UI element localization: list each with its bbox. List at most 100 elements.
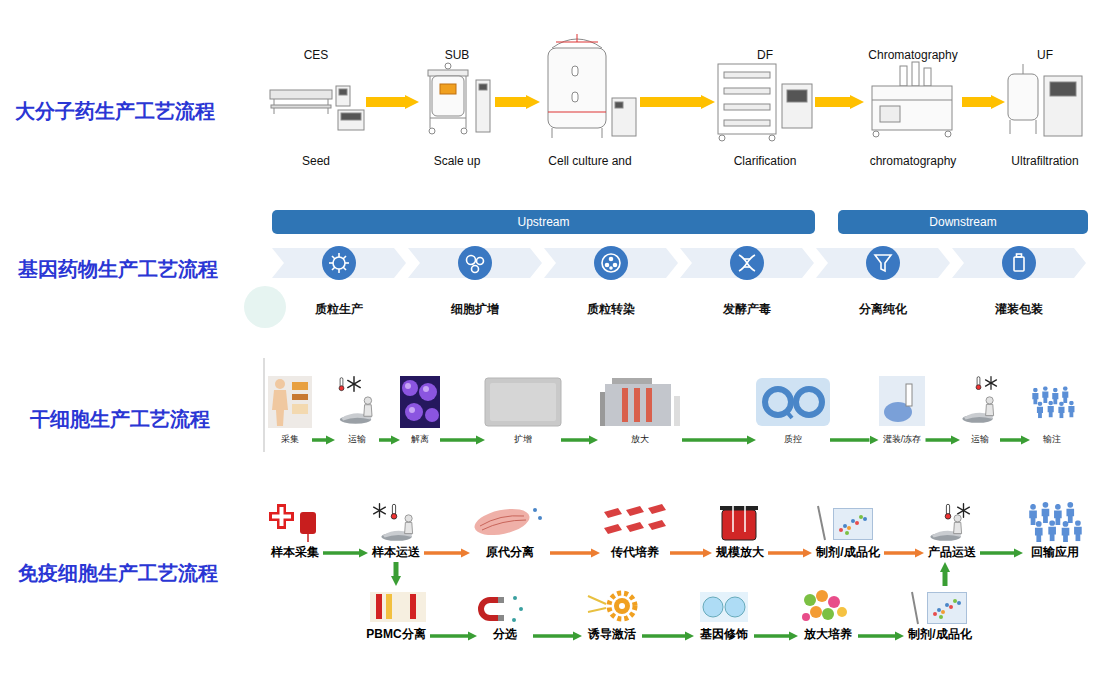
df-equipment (782, 84, 812, 128)
flow-arrow (550, 551, 591, 555)
process-step: 放大培养 (798, 586, 858, 644)
bioreactor-equipment (548, 48, 606, 128)
flow-arrow (642, 634, 685, 638)
step-icon-glyph (477, 258, 484, 265)
uf-equipment (1036, 120, 1037, 134)
chromatography-equipment (872, 62, 952, 137)
step-icon (730, 246, 764, 280)
step-icon-glyph (343, 256, 346, 259)
step-icon-glyph (1014, 254, 1024, 271)
patients-picture (1029, 502, 1082, 542)
chevron-shape (272, 248, 1086, 278)
chevron-step: 质粒生产 (272, 246, 406, 320)
process-step: 诱导激活 (582, 586, 642, 644)
cells-picture (405, 403, 423, 421)
step-label: Upstream (517, 215, 569, 229)
flasks-picture (604, 504, 666, 534)
hospital-picture (307, 534, 309, 542)
step-icon-glyph (1017, 254, 1022, 257)
expansion-picture (802, 613, 810, 621)
step-icon-glyph (329, 253, 349, 273)
flow-arrow (682, 438, 747, 442)
step-icon-glyph (333, 257, 345, 269)
flow-arrow (561, 438, 589, 442)
chromatography-equipment (872, 100, 952, 101)
uf-equipment (1023, 64, 1024, 74)
sub-equipment (461, 128, 467, 134)
step-label: 分选 (493, 626, 517, 644)
df-equipment (724, 104, 770, 110)
step-label: 制剂/成品化 (816, 544, 879, 562)
expansion-picture (822, 608, 834, 620)
step-label: CES (304, 46, 329, 64)
collection-picture (268, 376, 312, 428)
step-icon (1002, 246, 1036, 280)
step-label: DF (757, 46, 773, 64)
cells-picture (400, 376, 440, 428)
step-label: Ultrafiltration (1011, 152, 1078, 170)
step-label: 质控 (784, 433, 802, 446)
tissue-picture (538, 516, 542, 520)
collection-picture (292, 394, 308, 400)
collection-picture (272, 390, 288, 426)
flow-arrow (884, 551, 915, 555)
step-label: Cell culture and (548, 152, 631, 170)
process-step: 采集 (268, 372, 312, 446)
step-label: 输注 (1043, 433, 1061, 446)
step-label: 解离 (411, 433, 429, 446)
gene-edit-picture (700, 592, 748, 622)
tissue-picture (482, 520, 526, 530)
patients-picture (1029, 502, 1082, 542)
step-label: 分离纯化 (859, 301, 907, 320)
magnet-picture (481, 596, 523, 622)
bioreactor-equipment (572, 66, 578, 76)
sub-equipment (430, 76, 431, 128)
gene-edit-picture (725, 597, 745, 617)
step-label: 制剂/成品化 (908, 626, 971, 644)
process-step: 运输 (335, 372, 379, 446)
culture-picture (485, 378, 561, 426)
flasks-picture (626, 522, 644, 532)
flow-arrow (754, 634, 789, 638)
step-label: 规模放大 (716, 544, 764, 562)
process-step: Chromatographychromatography (864, 46, 962, 170)
df-equipment (724, 88, 770, 94)
row-title: 免疫细胞生产工艺流程 (18, 560, 218, 587)
step-icon-glyph (875, 255, 891, 271)
step-label: 灌装/冻存 (883, 433, 922, 446)
step-icon-glyph (744, 258, 750, 260)
df-equipment (787, 90, 807, 102)
transport-picture (381, 515, 412, 541)
process-step: 规模放大 (712, 498, 768, 562)
bioreactor-picture (720, 504, 758, 540)
step-icon (594, 246, 628, 280)
step-icon-glyph (606, 264, 609, 267)
bioreactor-picture (722, 510, 756, 540)
blood-tubes-picture (376, 594, 382, 619)
step-label: 放大 (631, 433, 649, 446)
step-label: Seed (302, 152, 330, 170)
df-equipment (718, 64, 812, 141)
transport-picture (348, 377, 360, 391)
ces-equipment (270, 86, 364, 130)
bioreactor-equipment (548, 112, 606, 113)
cells-picture (423, 386, 429, 392)
uf-equipment (1008, 74, 1038, 120)
step-label: 质粒生产 (315, 301, 363, 320)
step-label: 运输 (971, 433, 989, 446)
step-label: 回输应用 (1031, 544, 1079, 562)
ces-equipment (271, 105, 331, 108)
step-icon-glyph (332, 267, 335, 270)
bioreactor-equipment (556, 42, 598, 43)
step-icon-glyph (329, 253, 1024, 273)
activation-picture (588, 593, 635, 619)
flasks-picture (626, 506, 644, 516)
scale-machine-picture (622, 388, 628, 422)
chevron-step: 质粒转染 (544, 246, 678, 320)
step-icon-glyph (467, 256, 484, 273)
ces-equipment (338, 110, 364, 130)
flow-arrow (926, 438, 952, 442)
flasks-picture (648, 520, 666, 530)
collection-picture (275, 379, 285, 389)
hospital-picture (269, 504, 294, 529)
